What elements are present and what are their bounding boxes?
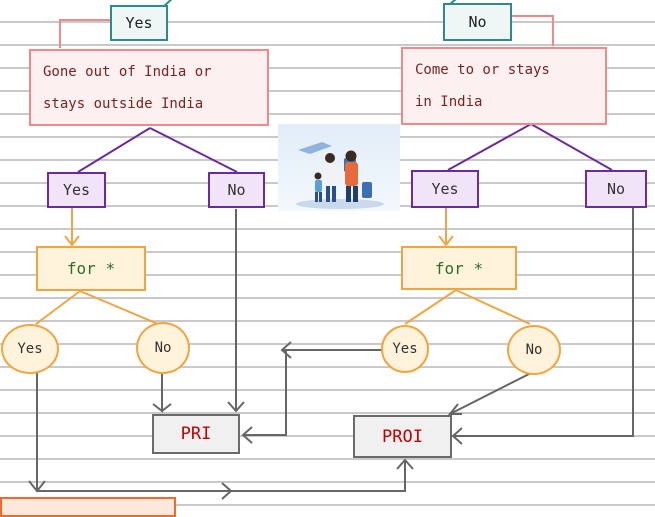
arrow-right-no-to-proi — [451, 207, 634, 445]
arrow-left-no-to-pri — [227, 209, 245, 413]
bottom-cropped-box — [0, 497, 176, 517]
arrow-left-circle-no-to-pri — [152, 374, 172, 414]
connector-in-to-right-no — [530, 123, 613, 171]
top-no-box: No — [443, 3, 512, 41]
right-for-box: for * — [401, 246, 517, 290]
connector-left-for-yes — [35, 290, 81, 325]
connector-top-yes-to-out — [59, 19, 110, 48]
outside-india-box: Gone out of India or stays outside India — [29, 49, 269, 126]
connector-out-to-left-no — [149, 127, 238, 173]
arrow-left-yes-to-for — [64, 206, 80, 247]
outside-india-line1: Gone out of India or — [43, 63, 212, 80]
top-yes-box: Yes — [110, 5, 168, 41]
inside-india-box: Come to or stays in India — [401, 47, 607, 125]
left-yes-box: Yes — [47, 172, 106, 208]
left-circle-no: No — [136, 322, 190, 374]
connector-top-no-to-in — [511, 15, 554, 46]
proi-box: PROI — [353, 415, 452, 458]
inside-india-line1: Come to or stays — [415, 62, 550, 78]
left-for-box: for * — [36, 246, 146, 291]
right-circle-yes: Yes — [381, 325, 429, 373]
connector-left-for-no — [79, 290, 159, 325]
arrow-right-yes-to-for — [438, 208, 454, 247]
connector-out-to-left-yes — [77, 127, 151, 173]
left-circle-yes: Yes — [1, 324, 59, 374]
arrow-bottom-to-proi — [231, 458, 414, 492]
right-yes-box: Yes — [411, 170, 479, 208]
left-no-box: No — [208, 172, 265, 208]
travelers-illustration — [278, 124, 400, 211]
right-circle-no: No — [507, 325, 561, 375]
arrow-right-circle-yes-to-pri — [280, 341, 383, 359]
pri-box: PRI — [152, 414, 240, 454]
inside-india-line2: in India — [415, 94, 483, 110]
connector-in-to-right-yes — [447, 123, 532, 171]
connector-right-for-yes — [404, 289, 457, 325]
arrow-left-circle-yes-to-proi — [28, 372, 46, 493]
right-no-box: No — [585, 170, 647, 208]
connector-top-no-stub — [449, 0, 457, 5]
outside-india-line2: stays outside India — [43, 95, 204, 112]
connector-right-for-no — [455, 289, 531, 325]
arrow-to-pri-side — [241, 350, 287, 444]
arrow-right-circle-no-to-proi — [447, 372, 532, 415]
